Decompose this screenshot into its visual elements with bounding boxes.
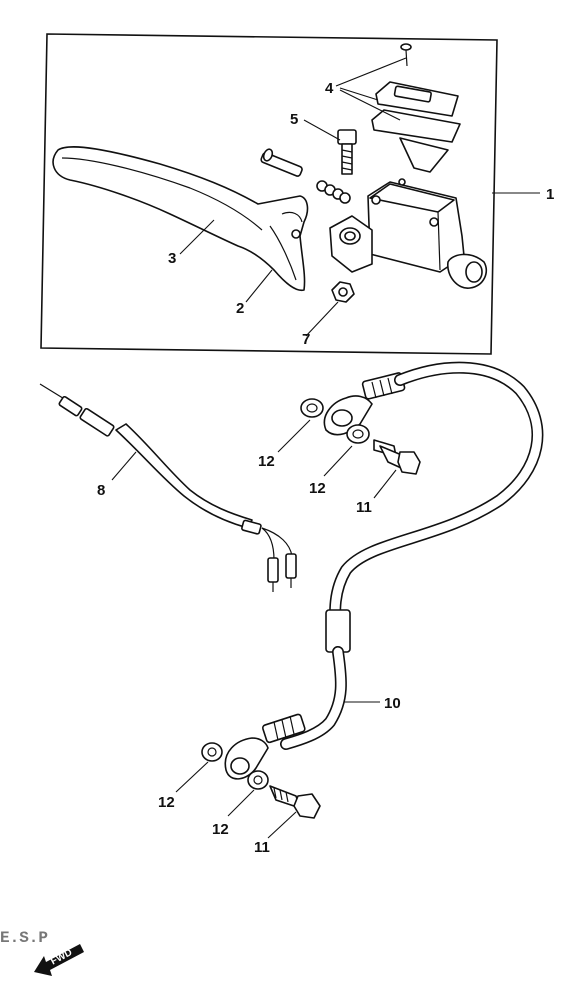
pivot-bolt	[260, 148, 303, 177]
callout-4: 4	[325, 80, 334, 97]
callout-5: 5	[290, 111, 298, 128]
callout-12-upper-b: 12	[309, 480, 326, 497]
reservoir-caps	[371, 81, 461, 173]
callout-11-lower: 11	[254, 839, 270, 856]
callout-3: 3	[168, 250, 176, 267]
cap-screw	[400, 43, 412, 67]
nut-7	[331, 281, 355, 303]
callout-1: 1	[546, 186, 554, 203]
upper-washers-bolt	[300, 398, 421, 475]
callout-2: 2	[236, 300, 244, 317]
brake-switch-wire	[39, 383, 297, 592]
bolt-5	[337, 129, 357, 175]
lower-leaders	[175, 761, 297, 839]
fwd-arrow-icon: FWD	[34, 944, 84, 976]
master-cylinder	[329, 178, 488, 289]
callout-12-lower-b: 12	[212, 821, 229, 838]
lower-washers-bolt	[201, 742, 321, 819]
corner-code: E.S.P	[0, 929, 48, 947]
upper-leaders-2	[277, 419, 397, 499]
assembly-frame	[40, 33, 498, 355]
callout-10: 10	[384, 695, 401, 712]
brake-lever	[52, 146, 309, 292]
fwd-label: FWD	[49, 947, 74, 967]
leader-8	[111, 451, 137, 481]
callout-11-upper: 11	[356, 499, 372, 516]
callout-12-lower-a: 12	[158, 794, 175, 811]
callout-7: 7	[302, 331, 310, 348]
spring-fitting	[316, 180, 351, 204]
upper-leaders	[179, 57, 540, 337]
callout-8: 8	[97, 482, 105, 499]
callout-12-upper-a: 12	[258, 453, 275, 470]
brake-hose	[224, 361, 544, 780]
